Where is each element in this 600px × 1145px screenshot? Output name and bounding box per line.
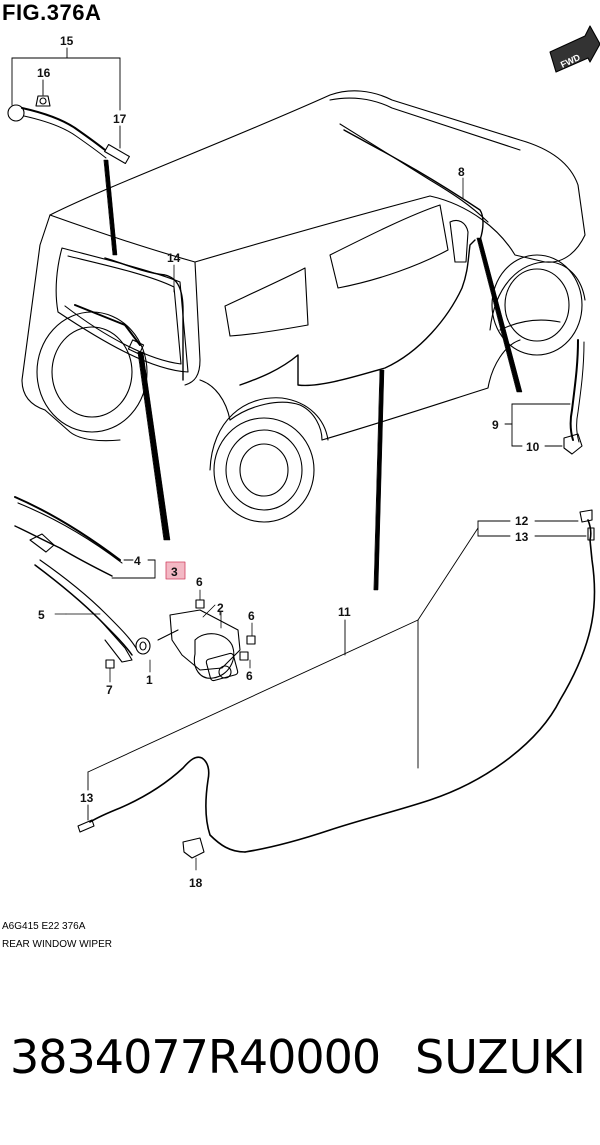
- callout-4: 4: [134, 554, 141, 568]
- callout-bracket-11-12-13: [87, 520, 587, 821]
- callout-8: 8: [458, 165, 465, 179]
- callout-5: 5: [38, 608, 45, 622]
- callout-bracket-3-4: [111, 559, 156, 579]
- washer-hose-on-body: [104, 129, 484, 387]
- callout-bracket-9: [504, 403, 571, 447]
- callout-13: 13: [515, 530, 529, 544]
- callout-10: 10: [526, 440, 540, 454]
- callout-16: 16: [37, 66, 51, 80]
- mounting-bolts: [195, 589, 256, 669]
- front-washer-hose: [563, 339, 585, 455]
- callout-1: 1: [146, 673, 153, 687]
- forward-direction-badge: [549, 25, 600, 73]
- washer-nozzle-assembly: [7, 95, 130, 165]
- callout-15: 15: [60, 34, 74, 48]
- callout-7: 7: [106, 683, 113, 697]
- part-number: 3834077R40000: [10, 1030, 381, 1084]
- callout-14: 14: [167, 251, 181, 265]
- pointer-lines: [103, 159, 523, 591]
- wiper-arm: [34, 559, 137, 663]
- leader-lines: [54, 177, 464, 616]
- brand-name: SUZUKI: [415, 1030, 586, 1084]
- washer-hose-assembly: [77, 509, 596, 871]
- callout-11: 11: [338, 605, 351, 619]
- figure-caption: REAR WINDOW WIPER: [2, 939, 112, 950]
- callout-6-bottom: 6: [246, 669, 253, 683]
- callout-bracket-15: [11, 47, 121, 149]
- callout-13-lower: 13: [80, 791, 94, 805]
- pivot-nut: [105, 637, 151, 683]
- vehicle-outline: [21, 90, 586, 523]
- callout-3: 3: [171, 565, 178, 579]
- callout-17: 17: [113, 112, 127, 126]
- highlight-box-3: [165, 561, 186, 580]
- wiper-parts-diagram: 15 16 17 14 8 9 10 12 13 4 3 5 6 2 6 6 1…: [7, 25, 600, 890]
- figure-title: FIG.376A: [2, 0, 102, 25]
- wiper-motor: [157, 604, 241, 682]
- figure-code: A6G415 E22 376A: [2, 921, 86, 932]
- callout-6-top: 6: [196, 575, 203, 589]
- callout-9: 9: [492, 418, 499, 432]
- callout-12: 12: [515, 514, 529, 528]
- wiper-on-window: [74, 304, 145, 355]
- wiper-blade: [14, 496, 123, 577]
- callout-6-right: 6: [248, 609, 255, 623]
- callout-2: 2: [217, 601, 224, 615]
- callout-18: 18: [189, 876, 203, 890]
